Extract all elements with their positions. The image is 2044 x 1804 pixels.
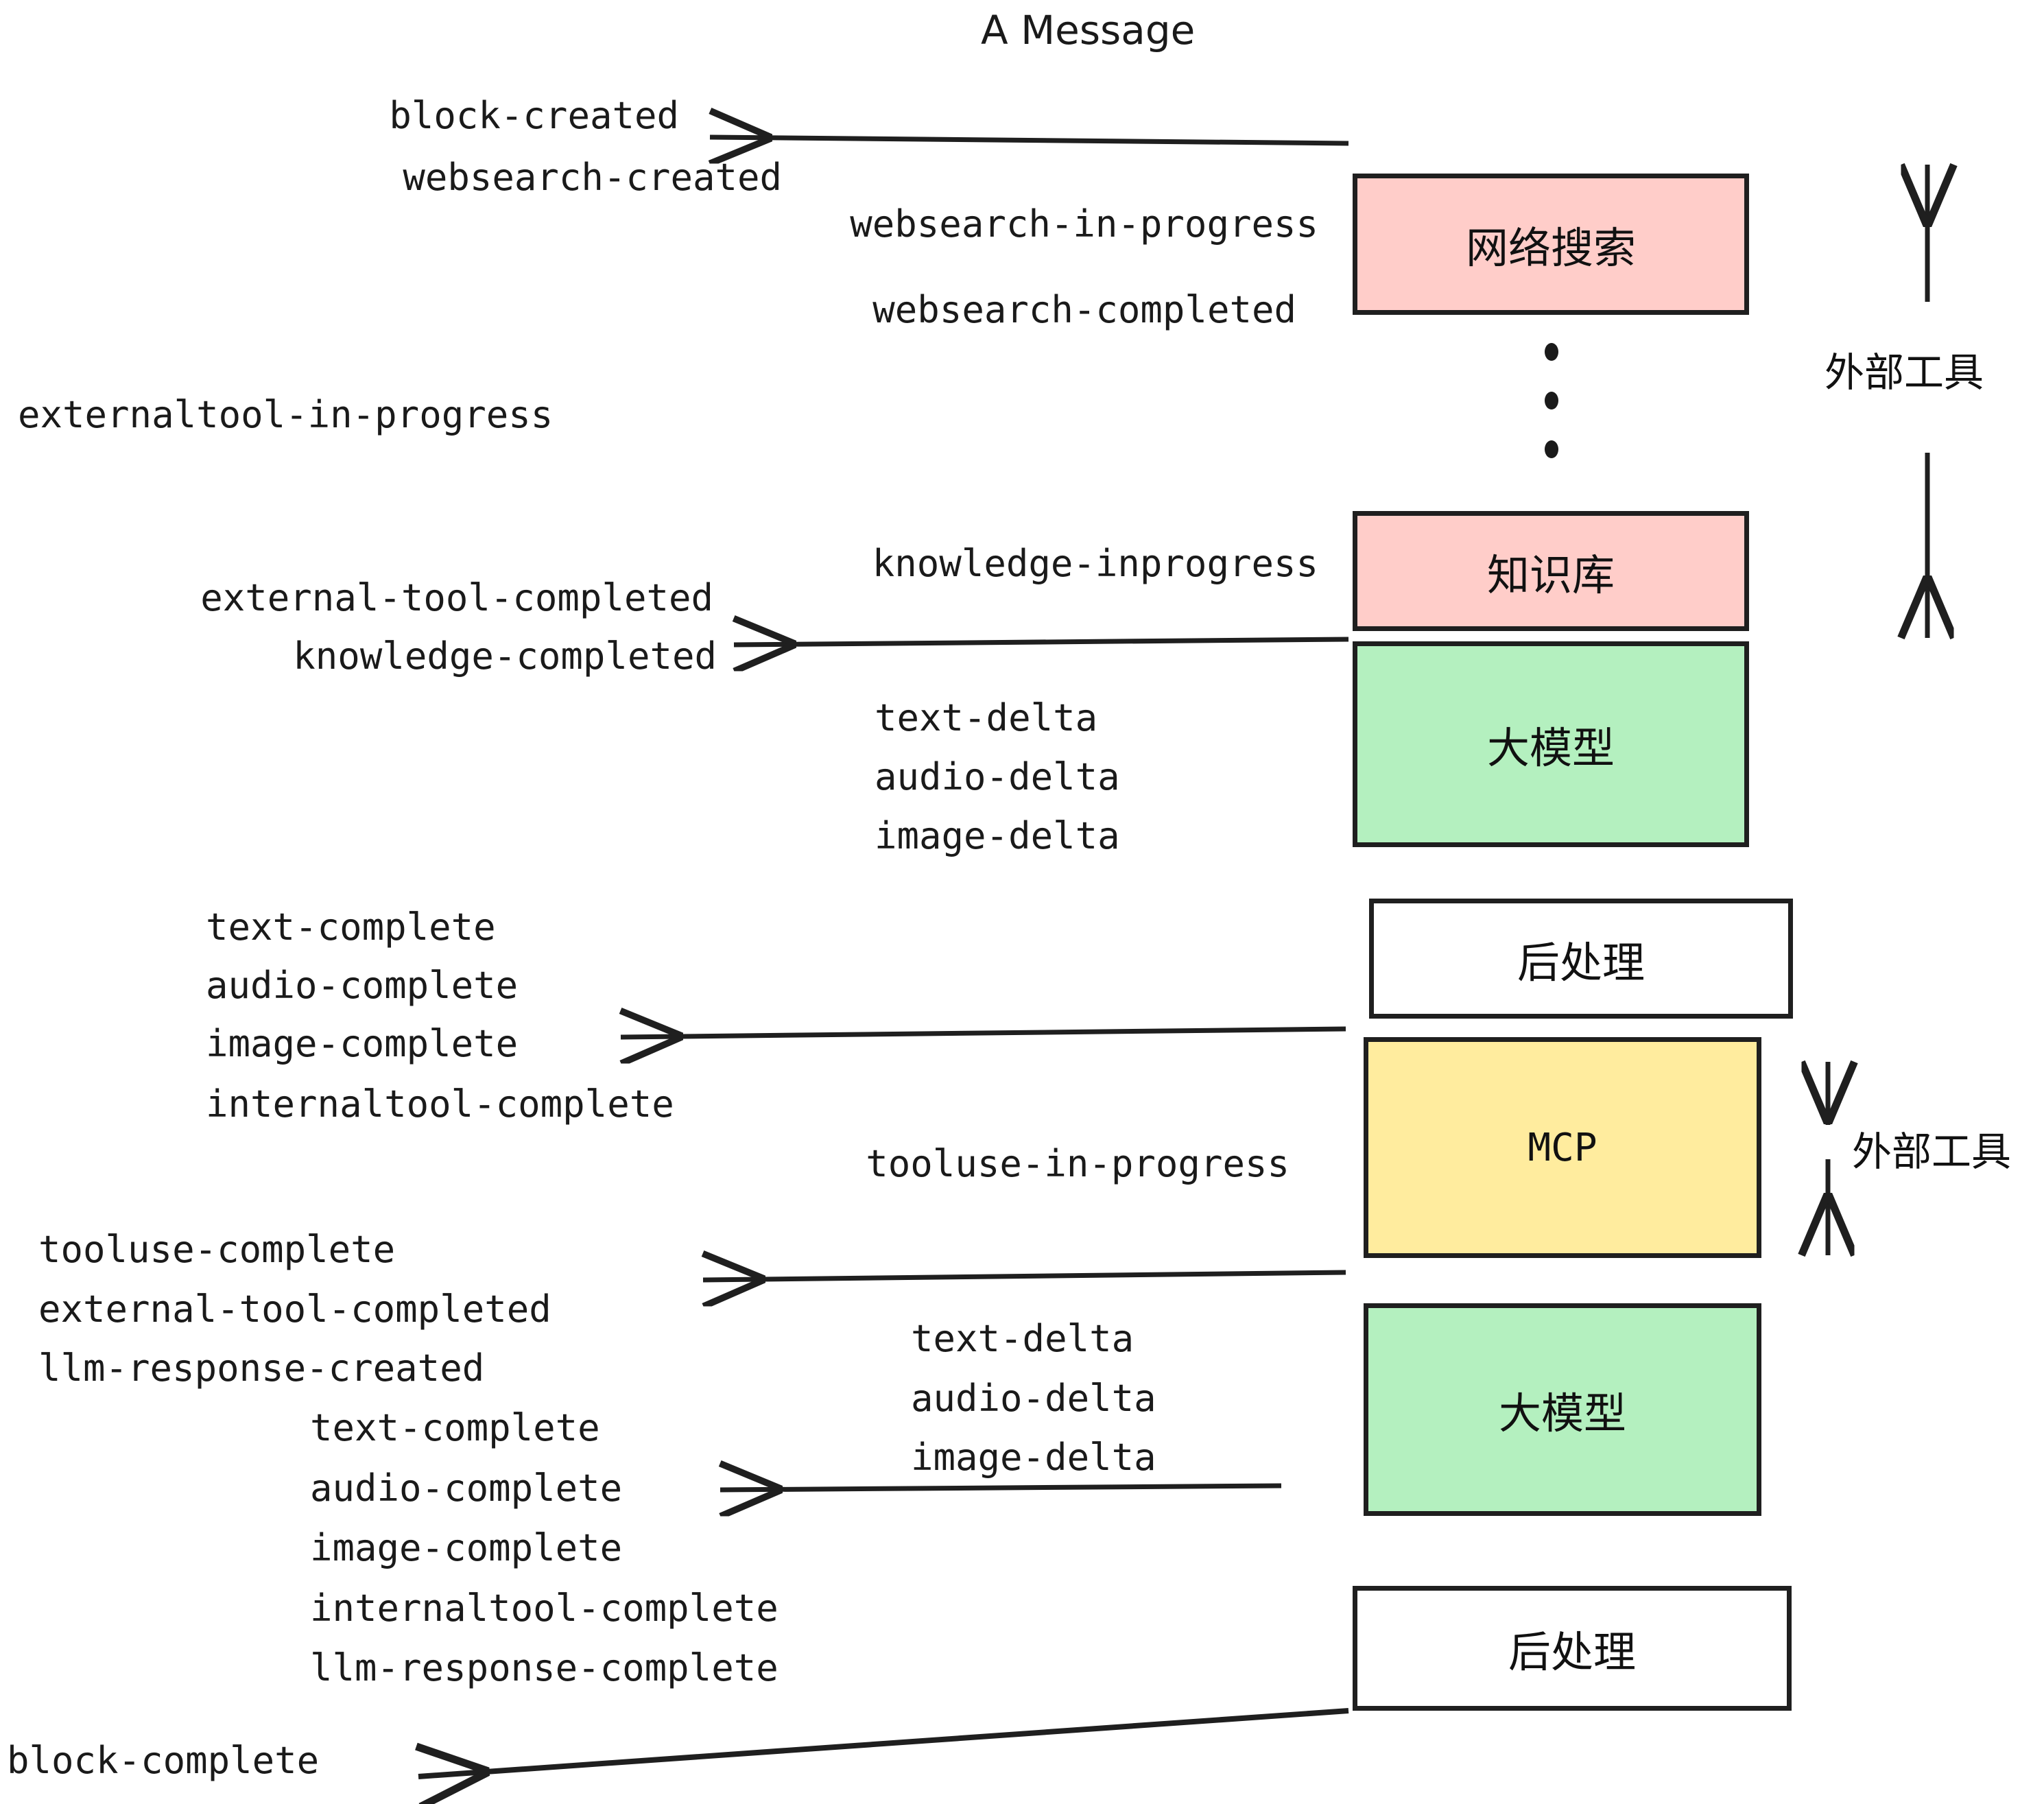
event-block-complete: block-complete — [7, 1739, 320, 1782]
event-audio-complete-2: audio-complete — [310, 1467, 623, 1510]
node-knowledge-base-label: 知识库 — [1486, 549, 1615, 600]
event-llm-response-complete: llm-response-complete — [310, 1646, 779, 1689]
event-text-delta-2: text-delta — [911, 1317, 1134, 1360]
event-image-delta-1: image-delta — [875, 814, 1120, 857]
event-external-tool-completed-2: external-tool-completed — [38, 1287, 551, 1331]
arrow-knowledge-to-completed — [734, 639, 1349, 645]
event-websearch-completed: websearch-completed — [872, 288, 1296, 331]
node-websearch[interactable]: 网络搜索 — [1353, 174, 1749, 315]
node-postprocess-top-label: 后处理 — [1517, 937, 1645, 988]
event-audio-delta-2: audio-delta — [911, 1377, 1156, 1420]
event-external-tool-completed-1: external-tool-completed — [200, 576, 713, 619]
event-websearch-created: websearch-created — [403, 156, 782, 199]
event-internaltool-complete-1: internaltool-complete — [206, 1082, 674, 1126]
event-knowledge-inprogress: knowledge-inprogress — [872, 542, 1318, 585]
event-llm-response-created: llm-response-created — [38, 1346, 485, 1390]
diagram-title: A Message — [981, 7, 1196, 54]
node-knowledge-base[interactable]: 知识库 — [1353, 511, 1749, 631]
event-image-delta-2: image-delta — [911, 1436, 1156, 1479]
side-label-external-tools-top: 外部工具 — [1825, 349, 1984, 396]
event-image-complete-2: image-complete — [310, 1526, 623, 1569]
event-text-complete-1: text-complete — [206, 905, 496, 949]
ellipsis-vertical-dots — [1543, 343, 1560, 458]
event-tooluse-in-progress: tooluse-in-progress — [866, 1142, 1290, 1185]
arrow-websearch-to-blockcreated — [710, 137, 1349, 143]
event-text-delta-1: text-delta — [875, 696, 1098, 739]
node-postprocess-top[interactable]: 后处理 — [1369, 899, 1793, 1019]
event-externaltool-in-progress: externaltool-in-progress — [18, 393, 554, 436]
arrow-mcp-to-tooluse-complete — [703, 1272, 1346, 1280]
event-text-complete-2: text-complete — [310, 1406, 600, 1449]
node-websearch-label: 网络搜索 — [1465, 223, 1636, 273]
event-knowledge-completed: knowledge-completed — [293, 634, 717, 678]
arrow-llm-to-audiocomplete — [720, 1486, 1282, 1490]
node-mcp-label: MCP — [1528, 1125, 1597, 1170]
event-audio-complete-1: audio-complete — [206, 964, 519, 1007]
node-llm-bottom[interactable]: 大模型 — [1364, 1303, 1761, 1516]
node-postprocess-bottom[interactable]: 后处理 — [1353, 1586, 1792, 1711]
arrow-postproc-to-blockcomplete — [418, 1708, 1349, 1777]
side-label-external-tools-bottom: 外部工具 — [1852, 1128, 2012, 1175]
event-tooluse-complete: tooluse-complete — [38, 1228, 396, 1271]
node-postprocess-bottom-label: 后处理 — [1508, 1627, 1636, 1677]
event-internaltool-complete-2: internaltool-complete — [310, 1587, 779, 1630]
node-llm-bottom-label: 大模型 — [1498, 1388, 1626, 1438]
node-llm-top[interactable]: 大模型 — [1353, 641, 1749, 847]
node-llm-top-label: 大模型 — [1486, 723, 1615, 773]
event-image-complete-1: image-complete — [206, 1022, 519, 1065]
node-mcp[interactable]: MCP — [1364, 1037, 1761, 1258]
event-websearch-in-progress: websearch-in-progress — [850, 202, 1318, 246]
event-block-created: block-created — [389, 94, 679, 137]
event-audio-delta-1: audio-delta — [875, 755, 1120, 798]
arrow-postproc-to-imagecomplete — [621, 1029, 1346, 1037]
